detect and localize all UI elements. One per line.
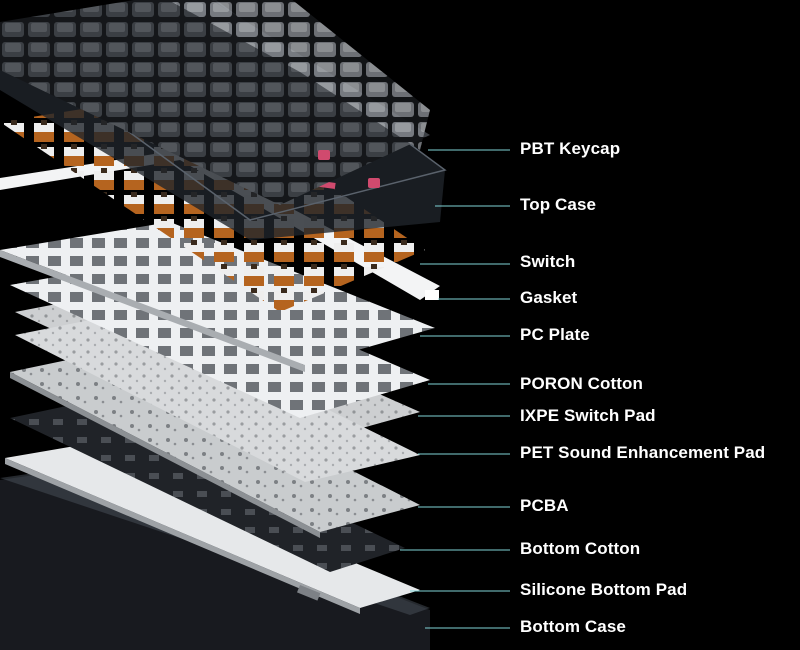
label-silicone-bottom-pad: Silicone Bottom Pad xyxy=(520,580,688,599)
label-poron-cotton: PORON Cotton xyxy=(520,374,644,393)
label-ixpe-switch-pad: IXPE Switch Pad xyxy=(520,406,656,425)
label-gasket: Gasket xyxy=(520,288,578,307)
label-switch: Switch xyxy=(520,252,576,271)
label-pbt-keycap: PBT Keycap xyxy=(520,139,621,158)
leader-lines xyxy=(400,149,510,629)
label-pc-plate: PC Plate xyxy=(520,325,590,344)
label-bottom-case: Bottom Case xyxy=(520,617,626,636)
layer-silicone-bottom-pad xyxy=(5,446,420,614)
label-top-case: Top Case xyxy=(520,195,597,214)
layer-pc-plate xyxy=(0,222,435,372)
layer-pcba xyxy=(10,350,420,538)
layer-pbt-keycap xyxy=(0,0,430,205)
label-bottom-cotton: Bottom Cotton xyxy=(520,539,641,558)
label-pet-sound-enhancement-pad: PET Sound Enhancement Pad xyxy=(520,443,766,462)
label-pcba: PCBA xyxy=(520,496,569,515)
